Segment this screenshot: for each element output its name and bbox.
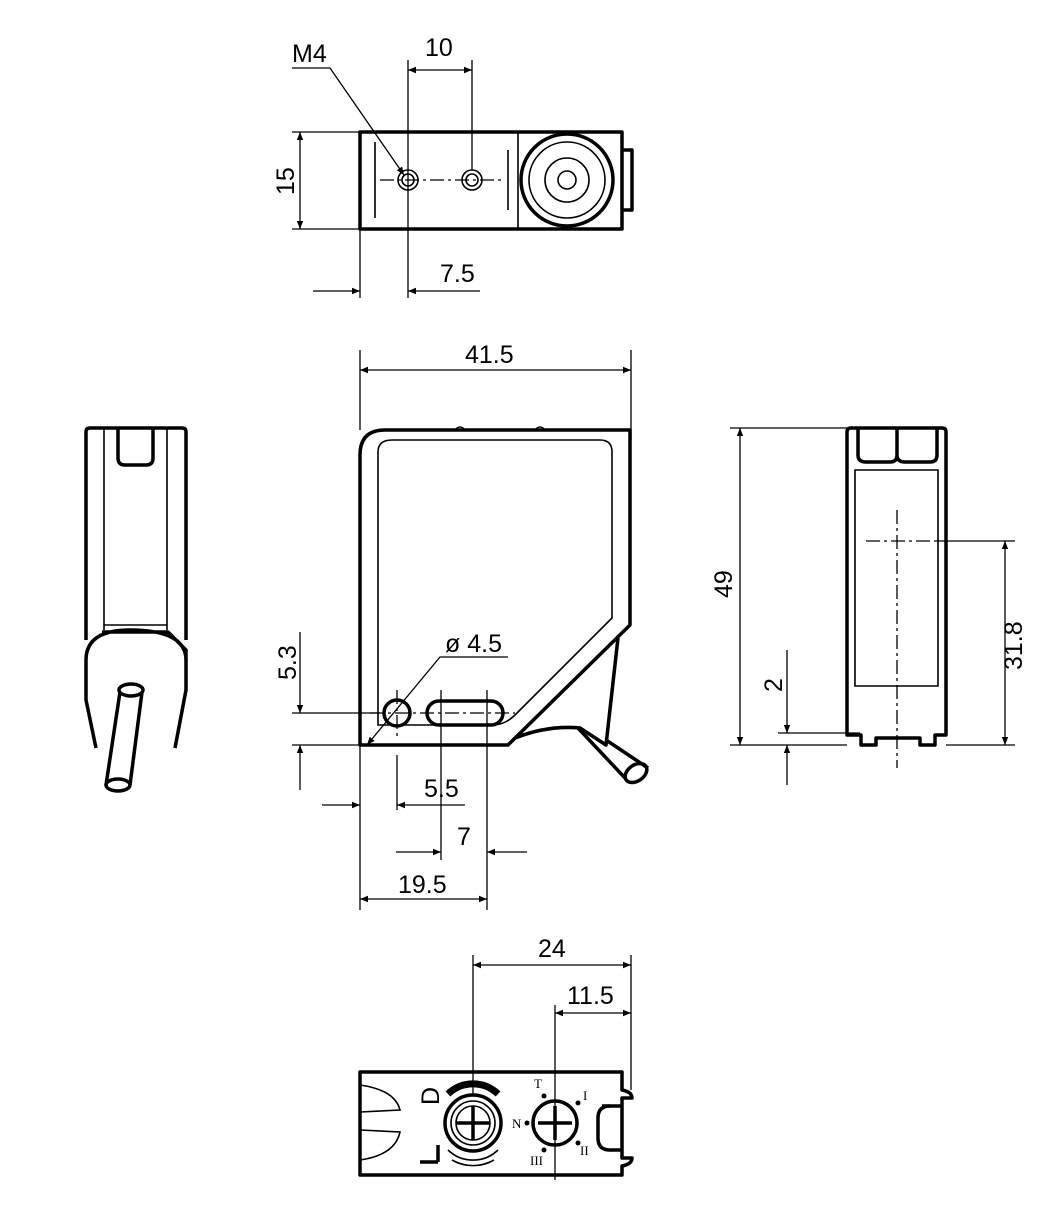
top-view: 10 15 7.5 M4 [272, 34, 634, 298]
dial-label-iii: III [530, 1153, 543, 1168]
dim-top-height: 15 [272, 167, 300, 195]
dial-label-ii: II [580, 1143, 589, 1158]
dim-hole-offset: 7.5 [440, 260, 475, 288]
dim-pot2-distance: 11.5 [567, 982, 614, 1010]
left-side-view [84, 426, 188, 793]
dim-hole-x: 5.5 [424, 775, 459, 803]
right-side-view: 49 2 31.8 [710, 426, 1028, 785]
dim-height: 49 [710, 570, 738, 598]
bottom-view: D T I II III N 24 11.5 [358, 935, 634, 1180]
dial-label-dark: D [417, 1087, 445, 1105]
dim-width: 41.5 [465, 341, 514, 369]
dim-hole-spacing: 10 [425, 34, 453, 62]
dim-base-offset: 2 [760, 678, 788, 692]
dial-label-t: T [534, 1076, 542, 1091]
dim-slot-length: 7 [457, 823, 471, 851]
dial-label-n: N [512, 1116, 522, 1131]
dim-hole-height: 5.3 [274, 645, 302, 680]
dim-slot-x: 19.5 [398, 871, 447, 899]
dim-thread: M4 [292, 40, 327, 68]
dim-hole-diameter: ø 4.5 [445, 630, 502, 658]
dim-pot1-distance: 24 [538, 935, 566, 963]
dim-optical-axis: 31.8 [1000, 621, 1028, 670]
dial-label-i: I [583, 1088, 587, 1103]
front-view: 41.5 5.3 ø 4.5 5.5 7 19.5 [274, 341, 649, 910]
